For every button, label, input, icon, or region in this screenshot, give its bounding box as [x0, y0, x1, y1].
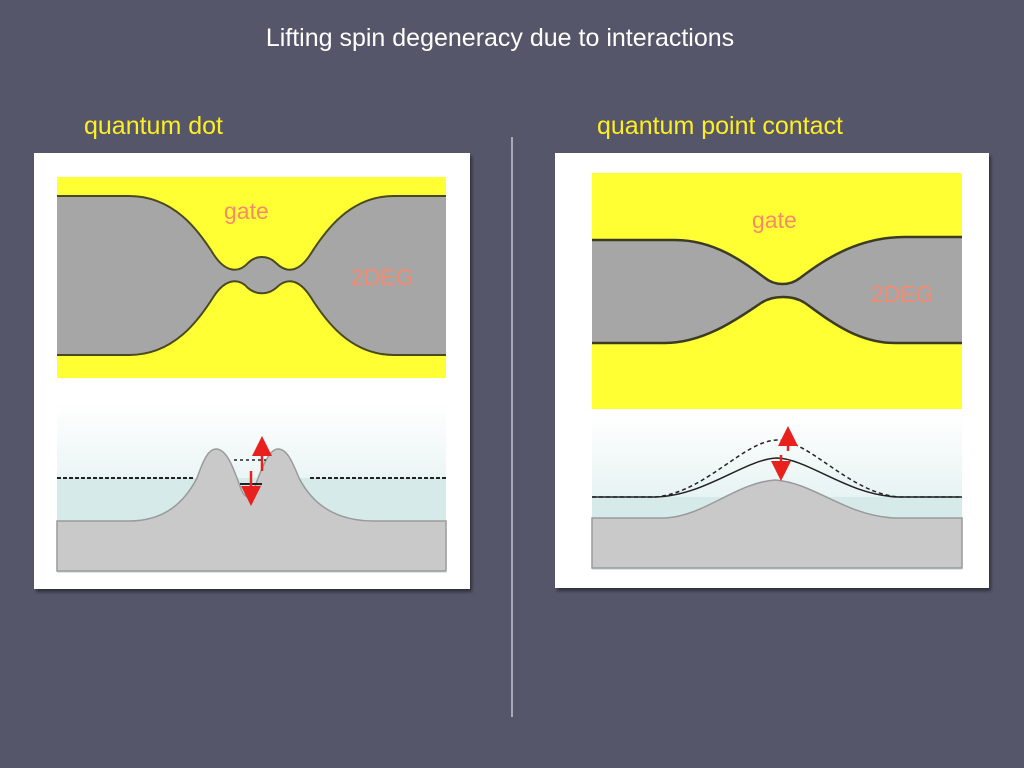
quantum-dot-potential-profile	[56, 403, 447, 573]
quantum-dot-device: gate 2DEG	[57, 177, 446, 378]
qpc-potential-profile	[591, 415, 963, 570]
2deg-label: 2DEG	[351, 264, 414, 290]
spin-up-band-edge-dashed	[592, 439, 962, 498]
2deg-label: 2DEG	[871, 281, 934, 307]
spin-down-band-edge	[592, 457, 962, 498]
quantum-point-contact-panel: gate 2DEG	[555, 153, 989, 588]
quantum-point-contact-heading: quantum point contact	[597, 112, 843, 140]
gate-label: gate	[224, 198, 269, 224]
gate-edge-top	[592, 235, 962, 286]
electron-gas-channel	[592, 237, 962, 343]
quantum-dot-panel: gate 2DEG	[34, 153, 470, 589]
gate-label: gate	[752, 207, 797, 233]
panel-divider	[511, 137, 513, 717]
gate-edge-top	[57, 195, 446, 271]
gate-edge-bottom	[592, 295, 962, 345]
qpc-device: gate 2DEG	[592, 173, 962, 409]
slide-title: Lifting spin degeneracy due to interacti…	[265, 24, 735, 52]
quantum-dot-heading: quantum dot	[84, 112, 223, 140]
electron-gas-channel	[57, 196, 446, 355]
gate-edge-bottom	[57, 280, 446, 356]
